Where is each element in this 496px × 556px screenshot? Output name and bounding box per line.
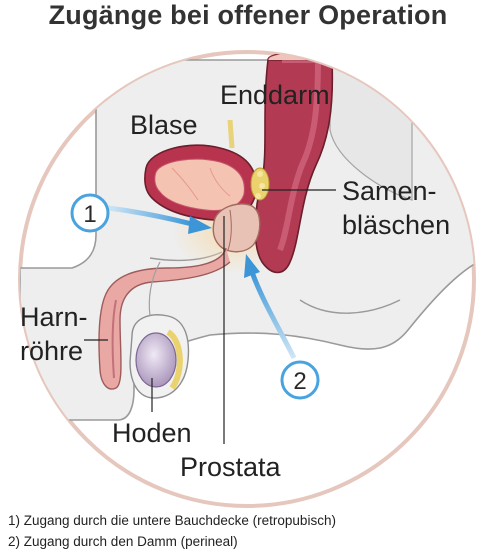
page-title: Zugänge bei offener Operation [48,0,448,30]
access-arrow-2 [249,271,297,360]
label-samen-2: bläschen [342,210,450,240]
footnote-1: 1) Zugang durch die untere Bauchdecke (r… [8,513,336,528]
prostate [212,203,261,253]
label-harn-2: röhre [20,336,83,366]
footnote-2: 2) Zugang durch den Damm (perineal) [8,534,238,549]
testis [135,332,177,388]
label-harn-1: Harn- [20,302,88,332]
label-prostata: Prostata [180,452,282,482]
marker-2-circle [280,360,320,400]
marker-2: 2 [293,368,306,395]
marker-1: 1 [83,201,96,228]
label-blase: Blase [130,110,198,140]
label-hoden: Hoden [112,418,192,448]
access-arrow-1 [107,205,193,227]
marker-1-circle [70,193,110,233]
label-samen-1: Samen- [342,176,437,206]
label-enddarm: Enddarm [220,80,330,110]
